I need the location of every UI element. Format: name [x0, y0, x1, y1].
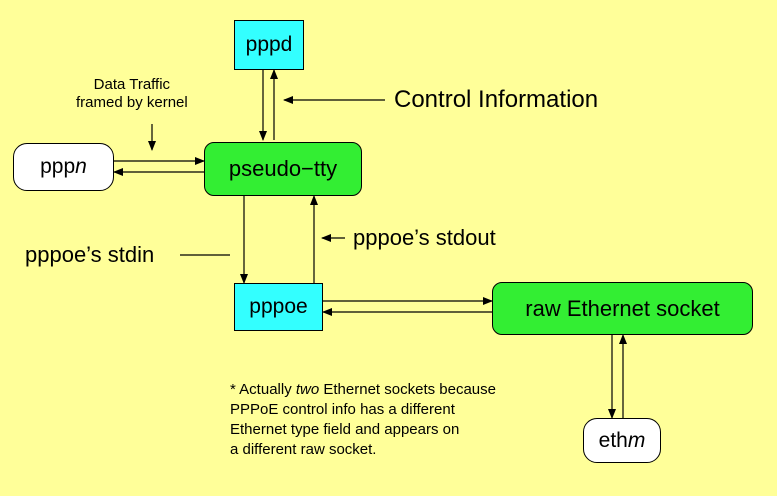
pseudo-tty-node: pseudo−tty [204, 142, 362, 196]
pppn-node: pppn [13, 143, 114, 191]
pppd-node: pppd [234, 20, 304, 70]
raw-ethernet-socket-label: raw Ethernet socket [525, 295, 720, 321]
pppoe-node: pppoe [234, 283, 323, 331]
stdin-label: pppoe’s stdin [25, 242, 155, 267]
footnote-line-4: a different raw socket. [230, 441, 377, 458]
ethm-node: ethm [583, 418, 661, 463]
control-information-label: Control Information [394, 86, 599, 113]
raw-ethernet-socket-node: raw Ethernet socket [492, 282, 753, 335]
footnote-line-2: PPPoE control info has a different [230, 401, 455, 418]
pppn-label: pppn [40, 155, 87, 178]
pseudo-tty-label: pseudo−tty [228, 156, 338, 181]
footnote-line-3: Ethernet type field and appears on [230, 421, 460, 438]
data-traffic-label: Data Traffic framed by kernel [76, 76, 188, 111]
pppd-label: pppd [245, 33, 293, 56]
footnote-line-1: * Actually two Ethernet sockets because [230, 381, 496, 398]
ethm-label: ethm [598, 428, 646, 452]
stdout-label: pppoe’s stdout [353, 225, 496, 250]
pppoe-label: pppoe [249, 295, 308, 318]
footnote: * Actually two Ethernet sockets because … [230, 380, 496, 460]
